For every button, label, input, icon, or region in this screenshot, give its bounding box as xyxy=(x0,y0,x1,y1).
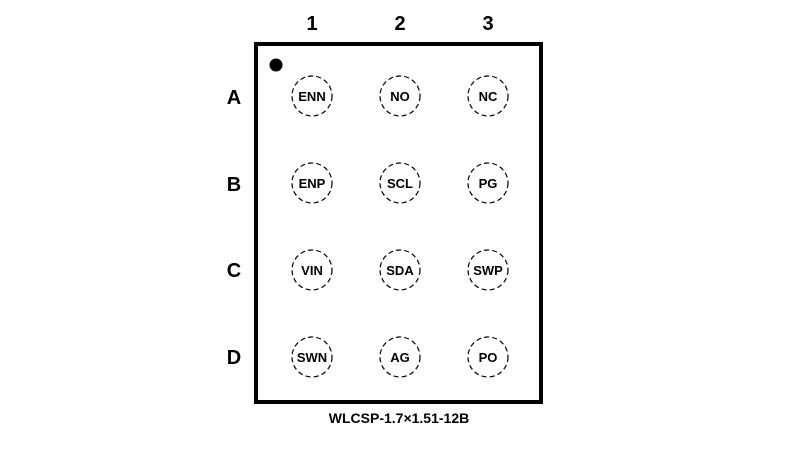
pin-name-d2: AG xyxy=(390,350,410,365)
pin-name-c1: VIN xyxy=(301,263,323,278)
ball-a3: NC xyxy=(467,75,509,117)
ball-outline xyxy=(467,249,509,291)
pin-name-c2: SDA xyxy=(386,263,414,278)
ball-outline xyxy=(467,336,509,378)
pin-name-b2: SCL xyxy=(387,176,413,191)
package-caption: WLCSP-1.7×1.51-12B xyxy=(329,410,469,426)
ball-b1: ENP xyxy=(291,162,333,204)
column-label-3: 3 xyxy=(482,13,493,35)
ball-a1: ENN xyxy=(291,75,333,117)
row-label-b: B xyxy=(227,174,241,196)
ball-b2: SCL xyxy=(379,162,421,204)
ball-outline xyxy=(379,249,421,291)
ball-outline xyxy=(467,75,509,117)
pin-name-a1: ENN xyxy=(298,89,325,104)
pin-name-a3: NC xyxy=(479,89,498,104)
ball-c2: SDA xyxy=(379,249,421,291)
ball-outline xyxy=(291,75,333,117)
ball-d3: PO xyxy=(467,336,509,378)
row-label-c: C xyxy=(227,260,241,282)
pin-name-b3: PG xyxy=(479,176,498,191)
ball-b3: PG xyxy=(467,162,509,204)
pin1-indicator-dot xyxy=(269,58,283,72)
ball-a2: NO xyxy=(379,75,421,117)
ball-c1: VIN xyxy=(291,249,333,291)
ball-outline xyxy=(467,162,509,204)
row-label-a: A xyxy=(227,87,241,109)
ball-outline xyxy=(379,75,421,117)
ball-d1: SWN xyxy=(291,336,333,378)
ball-outline xyxy=(379,336,421,378)
pin-name-d1: SWN xyxy=(297,350,327,365)
pin-name-d3: PO xyxy=(479,350,498,365)
ball-d2: AG xyxy=(379,336,421,378)
ball-outline xyxy=(379,162,421,204)
ball-outline xyxy=(291,162,333,204)
row-label-d: D xyxy=(227,347,241,369)
ball-outline xyxy=(291,249,333,291)
ball-c3: SWP xyxy=(467,249,509,291)
ball-outline xyxy=(291,336,333,378)
column-label-2: 2 xyxy=(394,13,405,35)
column-label-1: 1 xyxy=(306,13,317,35)
package-outline xyxy=(254,42,543,404)
pin-name-a2: NO xyxy=(390,89,410,104)
pin-name-c3: SWP xyxy=(473,263,503,278)
pin-name-b1: ENP xyxy=(299,176,326,191)
